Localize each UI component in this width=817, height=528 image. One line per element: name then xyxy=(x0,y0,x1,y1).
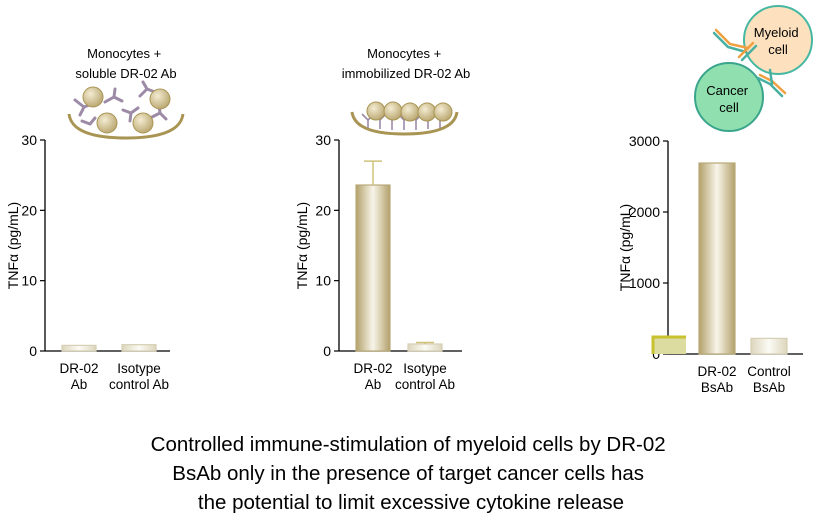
y-tick-label: 2000 xyxy=(629,204,660,220)
panel-2-title-line-1: Monocytes + xyxy=(367,46,441,61)
caption-line-3: the potential to limit excessive cytokin… xyxy=(198,491,624,514)
y-tick-label: 3000 xyxy=(629,133,660,149)
bar xyxy=(61,344,97,352)
y-tick-label: 0 xyxy=(29,343,37,359)
soluble-antibodies xyxy=(73,80,168,126)
x-tick-label: DR-02 xyxy=(697,364,736,379)
cancer-label-line-2: cell xyxy=(719,100,739,115)
y-axis-label: TNFα (pg/mL) xyxy=(294,202,310,289)
y-tick-label: 30 xyxy=(21,132,37,148)
cancer-cell xyxy=(694,62,764,132)
x-tick-label: Control xyxy=(747,364,791,379)
myeloid-label-line-2: cell xyxy=(768,42,788,57)
monocyte-cell xyxy=(366,101,386,121)
x-tick-label: Ab xyxy=(71,377,88,392)
caption-line-2: BsAb only in the presence of target canc… xyxy=(172,462,644,485)
cancer-label-line-1: Cancer xyxy=(706,83,749,98)
panel-1-title: Monocytes + soluble DR-02 Ab xyxy=(75,46,176,81)
y-tick-label: 10 xyxy=(315,273,331,289)
myeloid-cell-label: Myeloid cell xyxy=(754,25,802,57)
x-tick-label: control Ab xyxy=(395,377,455,392)
x-tick-label: DR-02 xyxy=(59,361,98,376)
y-tick-label: 10 xyxy=(21,273,37,289)
y-tick-label: 30 xyxy=(315,132,331,148)
caption: Controlled immune-stimulation of myeloid… xyxy=(151,433,672,514)
panel-2-illustration: Monocytes + immobilized DR-02 Ab xyxy=(342,46,471,136)
monocyte-cell xyxy=(417,102,437,122)
y-axis-label: TNFα (pg/mL) xyxy=(5,202,21,289)
bispecific-antibody-icon xyxy=(712,28,787,98)
monocyte-cell xyxy=(400,102,420,122)
corner-marker-icon xyxy=(651,335,686,354)
panel-1-illustration: Monocytes + soluble DR-02 Ab xyxy=(67,46,185,140)
panel-2-title: Monocytes + immobilized DR-02 Ab xyxy=(342,46,471,81)
bar xyxy=(750,337,788,355)
x-tick-label: Isotype xyxy=(403,361,447,376)
x-tick-label: Ab xyxy=(365,377,382,392)
panel-1-title-line-1: Monocytes + xyxy=(87,46,161,61)
y-tick-label: 1000 xyxy=(629,275,660,291)
bar xyxy=(407,343,443,352)
panel-3-illustration: Myeloid cell Cancer cell xyxy=(694,5,813,132)
x-tick-label: DR-02 xyxy=(353,361,392,376)
x-tick-label: BsAb xyxy=(701,380,733,395)
panel-1-title-line-2: soluble DR-02 Ab xyxy=(75,66,176,81)
panel-2-title-line-2: immobilized DR-02 Ab xyxy=(342,66,471,81)
y-tick-label: 20 xyxy=(21,202,37,218)
bar xyxy=(698,162,736,355)
chart-bispecific: 0100020003000TNFα (pg/mL)DR-02BsAbContro… xyxy=(617,133,803,395)
monocyte-cell xyxy=(132,112,154,134)
dish-bowl xyxy=(67,113,185,140)
monocyte-cell xyxy=(383,101,403,121)
x-tick-label: BsAb xyxy=(753,380,785,395)
caption-line-1: Controlled immune-stimulation of myeloid… xyxy=(151,433,666,456)
x-tick-label: Isotype xyxy=(117,361,161,376)
y-tick-label: 0 xyxy=(323,343,331,359)
x-tick-label: control Ab xyxy=(109,377,169,392)
myeloid-label-line-1: Myeloid xyxy=(754,25,799,40)
monocyte-cell xyxy=(96,112,118,134)
bar xyxy=(121,344,157,352)
y-axis-label: TNFα (pg/mL) xyxy=(617,204,633,291)
y-tick-label: 20 xyxy=(315,202,331,218)
bar xyxy=(355,184,391,352)
monocyte-cell xyxy=(149,88,171,110)
monocyte-cell xyxy=(433,102,453,122)
dish-bowl xyxy=(350,111,459,136)
cancer-cell-label: Cancer cell xyxy=(706,83,752,115)
myeloid-cell xyxy=(743,5,813,75)
monocyte-cell xyxy=(82,86,104,108)
